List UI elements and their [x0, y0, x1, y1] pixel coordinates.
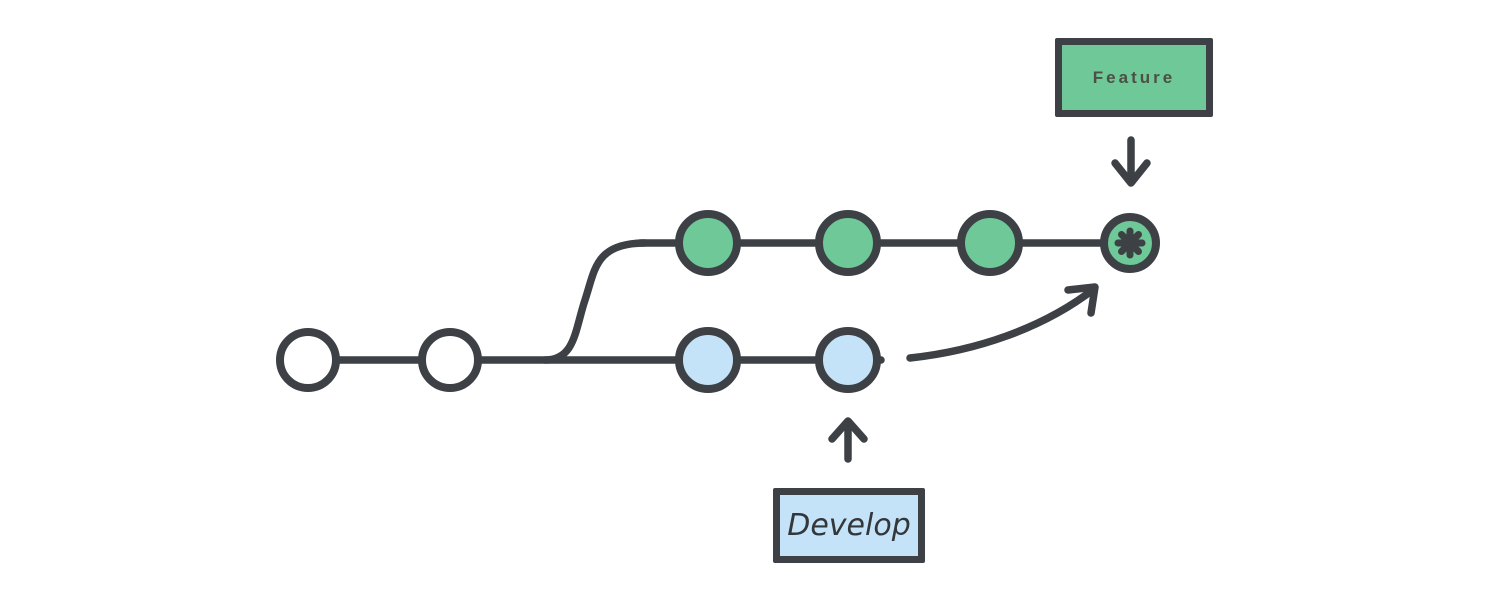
- arrow-down-icon: [1111, 136, 1151, 187]
- develop-branch-label-text: Develop: [787, 508, 911, 543]
- diagram-strokes: [276, 136, 1160, 463]
- asterisk-icon: [1114, 227, 1146, 259]
- commit-node-develop-2: [815, 327, 881, 393]
- feature-branch-label: Feature: [1055, 38, 1213, 117]
- curved-arrow-up-right-icon: [906, 285, 1098, 362]
- commit-node-feature-3: [957, 210, 1023, 276]
- feature-branch-label-text: Feature: [1092, 67, 1176, 87]
- develop-branch-label: Develop: [773, 488, 925, 563]
- commit-node-feature-1: [675, 210, 741, 276]
- commit-node-main-1: [276, 328, 340, 392]
- commit-node-develop-1: [675, 327, 741, 393]
- commit-node-feature-2: [815, 210, 881, 276]
- branch-split-curve: [541, 239, 649, 364]
- curved-arrow-head: [1064, 283, 1099, 317]
- commit-node-main-2: [418, 328, 482, 392]
- arrow-up-icon: [828, 417, 868, 463]
